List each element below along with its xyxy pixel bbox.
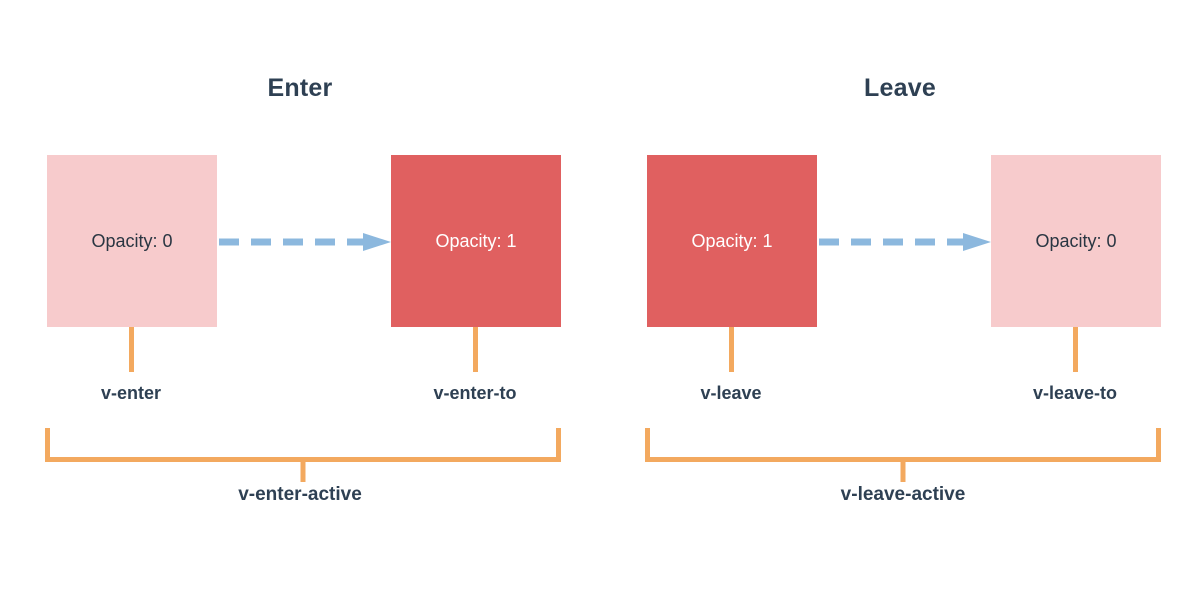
connector-stem-v-leave xyxy=(729,327,734,372)
class-name-v-leave: v-leave xyxy=(700,383,762,403)
span-bracket-leave-active xyxy=(644,426,1162,486)
active-class-name-enter: v-enter-active xyxy=(238,484,362,505)
connector-stem-v-enter-to xyxy=(473,327,478,372)
state-box-v-leave-to: Opacity: 0 xyxy=(991,155,1161,327)
class-name-v-enter-to: v-enter-to xyxy=(433,383,517,403)
active-class-name-leave: v-leave-active xyxy=(840,484,966,505)
state-box-v-leave: Opacity: 1 xyxy=(647,155,817,327)
state-box-label: Opacity: 0 xyxy=(1035,231,1117,251)
class-name-v-enter: v-enter xyxy=(100,383,162,403)
group-title-enter: Enter xyxy=(267,74,333,102)
dashed-arrow-right-icon xyxy=(217,233,391,251)
state-box-label: Opacity: 1 xyxy=(435,231,517,251)
transition-group-leave: Leave Opacity: 1 Opacity: 0 v-leave v-le… xyxy=(600,0,1200,600)
state-box-label: Opacity: 0 xyxy=(91,231,173,251)
connector-stem-v-enter xyxy=(129,327,134,372)
connector-stem-v-leave-to xyxy=(1073,327,1078,372)
state-box-label: Opacity: 1 xyxy=(691,231,773,251)
group-title-leave: Leave xyxy=(864,74,936,102)
transition-group-enter: Enter Opacity: 0 Opacity: 1 v-enter v-en… xyxy=(44,74,562,505)
class-name-v-leave-to: v-leave-to xyxy=(1032,383,1118,403)
state-box-v-enter-to: Opacity: 1 xyxy=(391,155,561,327)
state-box-v-enter: Opacity: 0 xyxy=(47,155,217,327)
span-bracket-enter-active xyxy=(44,426,562,486)
dashed-arrow-right-icon xyxy=(817,233,991,251)
